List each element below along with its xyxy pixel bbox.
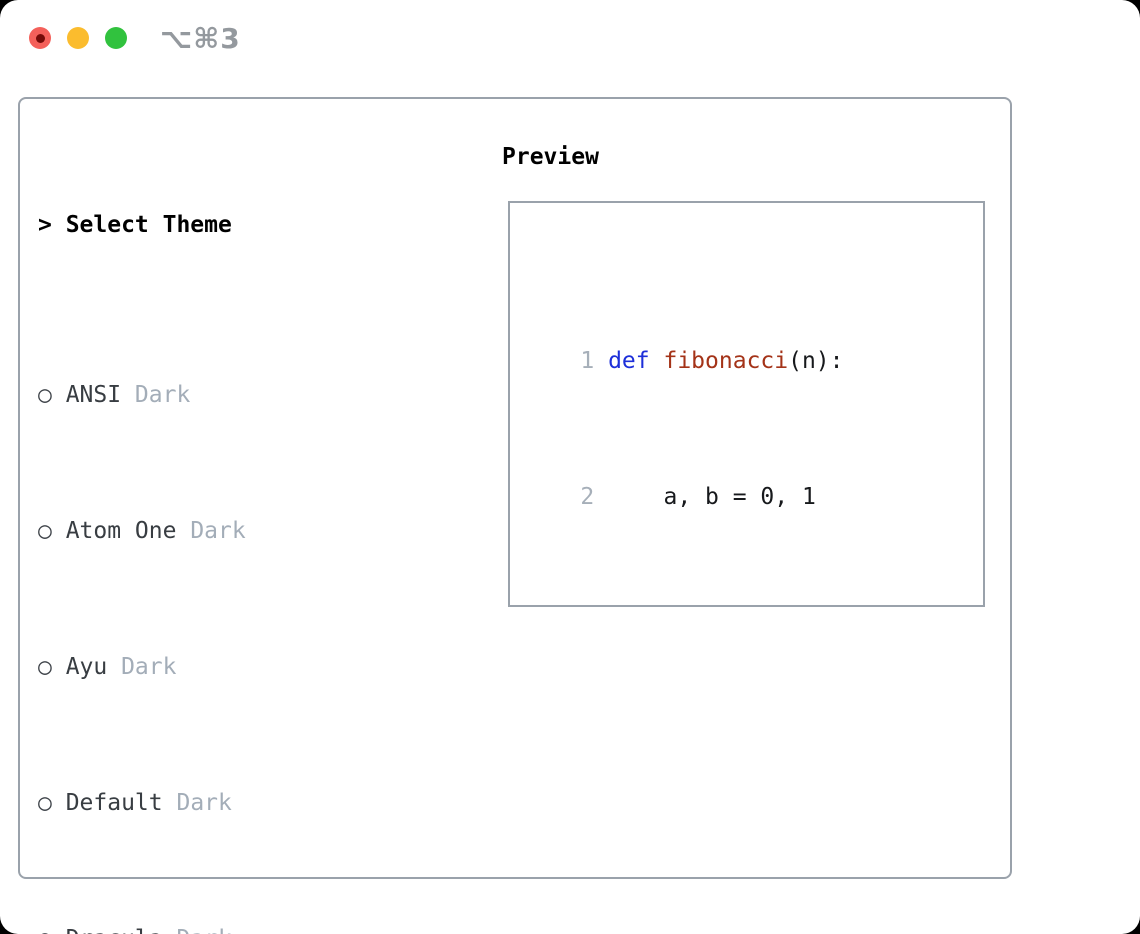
line-number: 2 xyxy=(580,484,595,510)
theme-name: ANSI xyxy=(65,382,122,408)
theme-variant: Dark xyxy=(190,518,246,544)
code-line: 3 for _ in range(n): xyxy=(525,582,983,605)
line-number: 1 xyxy=(580,348,595,374)
theme-option[interactable]: ○ Atom One Dark xyxy=(38,514,426,548)
code-line: 1 def fibonacci(n): xyxy=(525,310,983,374)
code-preview: 1 def fibonacci(n): 2 a, b = 0, 1 3 for _… xyxy=(510,203,983,605)
maximize-button[interactable] xyxy=(105,27,127,49)
radio-icon: ○ xyxy=(38,654,52,680)
window-shortcut-label: ⌥⌘3 xyxy=(160,21,241,55)
theme-option[interactable]: ○ Ayu Dark xyxy=(38,650,426,684)
code-line-content: a, b = 0, 1 xyxy=(608,484,816,510)
theme-variant: Dark xyxy=(134,382,191,408)
theme-variant: Dark xyxy=(121,654,177,680)
theme-option[interactable]: ○ Dracula Dark xyxy=(38,922,426,934)
preview-title: Preview xyxy=(502,144,599,170)
radio-icon: ○ xyxy=(38,518,52,544)
theme-name: Default xyxy=(65,790,163,816)
theme-name: Dracula xyxy=(66,922,163,934)
theme-variant: Dark xyxy=(176,922,231,934)
preview-pane: 1 def fibonacci(n): 2 a, b = 0, 1 3 for _… xyxy=(508,201,985,607)
cursor-marker-icon: > xyxy=(38,212,52,238)
select-theme-header: > Select Theme xyxy=(38,208,426,242)
theme-list: > Select Theme ○ ANSI Dark ○ Atom One Da… xyxy=(38,140,426,934)
radio-icon: ○ xyxy=(38,790,52,816)
close-button[interactable] xyxy=(29,27,51,49)
minimize-button[interactable] xyxy=(67,27,89,49)
theme-option[interactable]: ○ Default Dark xyxy=(38,786,426,820)
theme-option[interactable]: ○ ANSI Dark xyxy=(38,378,426,412)
theme-variant: Dark xyxy=(176,790,232,816)
code-line: 2 a, b = 0, 1 xyxy=(525,446,983,510)
radio-icon: ○ xyxy=(38,922,66,934)
theme-name: Atom One xyxy=(65,518,177,544)
select-theme-title: Select Theme xyxy=(65,212,232,238)
theme-name: Ayu xyxy=(65,654,108,680)
titlebar: ⌥⌘3 xyxy=(0,0,1140,76)
radio-icon: ○ xyxy=(38,382,52,408)
close-dot-icon xyxy=(35,33,45,43)
traffic-lights xyxy=(29,27,127,49)
code-line-content: def fibonacci(n): xyxy=(608,348,844,374)
